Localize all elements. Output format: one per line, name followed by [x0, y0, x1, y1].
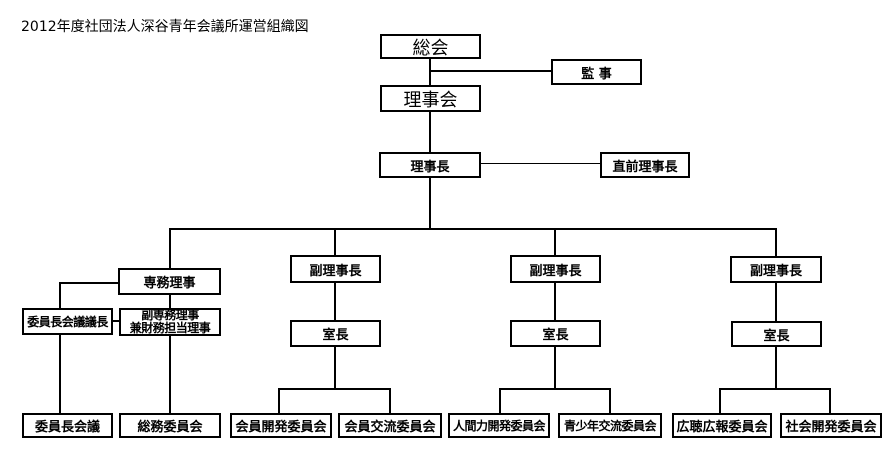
connector-board-to-chairman: [429, 111, 431, 152]
connector-drop-vice-chairman-3: [775, 228, 777, 256]
org-node-committee-member-exchange: 会員交流委員会: [338, 413, 442, 438]
connector-chairman-to-past-chairman: [481, 163, 600, 164]
org-node-committee-public-relations: 広聴広報委員会: [672, 413, 772, 438]
org-node-committee-social-development: 社会開発委員会: [780, 413, 882, 438]
connector-drop-vice-chairman-1: [334, 228, 336, 255]
connector-chief3-stub-right: [829, 388, 831, 413]
connector-chief1-split-bar: [278, 388, 391, 390]
connector-chief2-stub-right: [609, 388, 611, 413]
chart-title: 2012年度社団法人深谷青年会議所運営組織図: [21, 19, 309, 35]
connector-executive-to-deputy: [169, 294, 171, 308]
connector-chair-to-deputy: [113, 320, 119, 322]
org-node-committee-human-development: 人間力開発委員会: [448, 413, 550, 438]
connector-drop-vice-chairman-2: [554, 228, 556, 255]
org-node-vice-chairman-3: 副理事長: [730, 256, 822, 283]
connector-chairman-to-distribution: [429, 178, 431, 230]
connector-chief3-drop: [775, 347, 777, 390]
org-node-chairman: 理事長: [379, 152, 481, 178]
connector-chair-to-chairs-conference: [59, 335, 61, 413]
org-node-vice-chairman-1: 副理事長: [290, 255, 381, 283]
connector-to-auditor: [429, 70, 551, 72]
connector-vc3-to-chief3: [775, 283, 777, 321]
org-node-auditor: 監 事: [551, 59, 642, 85]
org-node-office-chief-3: 室長: [731, 321, 822, 347]
org-node-office-chief-1: 室長: [290, 320, 381, 347]
connector-executive-left-elbow-h: [59, 282, 120, 284]
connector-chief1-drop: [334, 347, 336, 390]
connector-vc2-to-chief2: [554, 283, 556, 320]
connector-chief2-stub-left: [499, 388, 501, 413]
connector-chief2-split-bar: [499, 388, 611, 390]
connector-chief1-stub-left: [278, 388, 280, 413]
org-node-general-assembly: 総会: [380, 34, 481, 59]
org-node-committee-chairs-conference: 委員長会議: [22, 413, 113, 438]
org-node-executive-director: 専務理事: [118, 268, 221, 295]
connector-chief1-stub-right: [389, 388, 391, 413]
org-node-committee-member-development: 会員開発委員会: [230, 413, 332, 438]
deputy-executive-director-line2: 兼財務担当理事: [129, 321, 211, 335]
org-node-committee-general-affairs: 総務委員会: [119, 413, 221, 438]
deputy-executive-director-line1: 副専務理事: [141, 308, 199, 322]
connector-executive-left-elbow-v: [59, 282, 61, 308]
connector-deputy-to-general-affairs: [169, 336, 171, 413]
org-node-board-of-directors: 理事会: [380, 85, 481, 112]
connector-distribution-bar: [169, 228, 777, 230]
connector-chief3-split-bar: [719, 388, 831, 390]
org-node-committee-chairs-conference-chair: 委員長会議議長: [22, 308, 113, 335]
connector-drop-executive-director: [169, 228, 171, 268]
org-node-vice-chairman-2: 副理事長: [510, 255, 601, 283]
org-node-immediate-past-chairman: 直前理事長: [600, 152, 690, 178]
connector-vc1-to-chief1: [334, 283, 336, 320]
org-node-committee-youth-exchange: 青少年交流委員会: [558, 413, 662, 438]
connector-chief2-drop: [554, 347, 556, 390]
connector-chief3-stub-left: [719, 388, 721, 413]
org-node-office-chief-2: 室長: [510, 320, 601, 347]
org-node-deputy-executive-director: 副専務理事 兼財務担当理事: [119, 308, 221, 336]
